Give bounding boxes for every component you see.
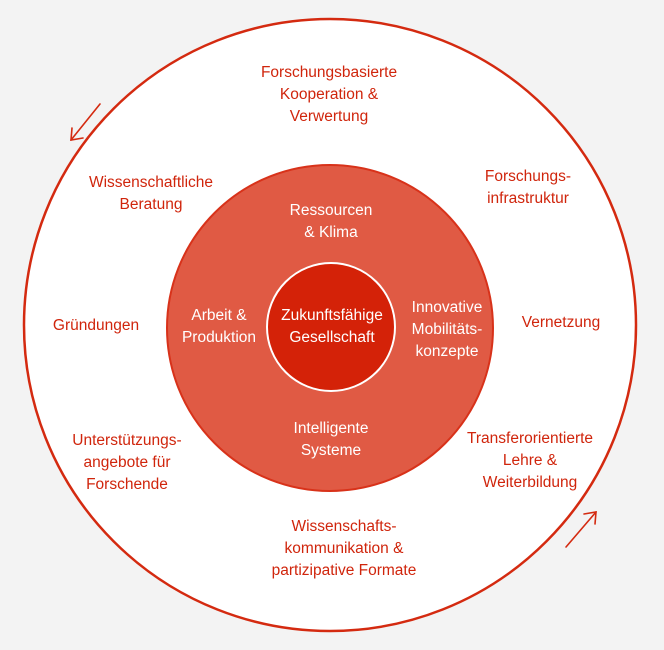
outer-item-transferorientierte-lehre: Transferorientierte Lehre & Weiterbildun… [466,430,594,491]
outer-item-forschungsinfrastruktur: Forschungs- infrastruktur [484,168,572,207]
arrow-up-right-icon [565,511,597,548]
arrow-down-left-icon [70,103,101,141]
middle-item-intelligente-systeme: Intelligente Systeme [293,420,369,459]
middle-item-ressourcen-klima: Ressourcen & Klima [289,202,373,241]
outer-item-unterstuetzungsangebote: Unterstützungs- angebote für Forschende [72,432,182,493]
outer-item-wissenschaftliche-beratung: Wissenschaftliche Beratung [88,174,214,213]
outer-item-gruendungen: Gründungen [52,317,140,334]
core-circle [266,262,396,392]
outer-item-wissenschaftskommunikation: Wissenschafts- kommunikation & partizipa… [271,518,417,579]
outer-item-forschungsbasierte-kooperation: Forschungsbasierte Kooperation & Verwert… [260,64,398,125]
middle-item-arbeit-produktion: Arbeit & Produktion [181,307,257,346]
core-label: Zukunftsfähige Gesellschaft [281,307,383,346]
middle-item-innovative-mobilitaet: Innovative Mobilitäts- konzepte [411,299,483,360]
outer-item-vernetzung: Vernetzung [521,314,601,331]
